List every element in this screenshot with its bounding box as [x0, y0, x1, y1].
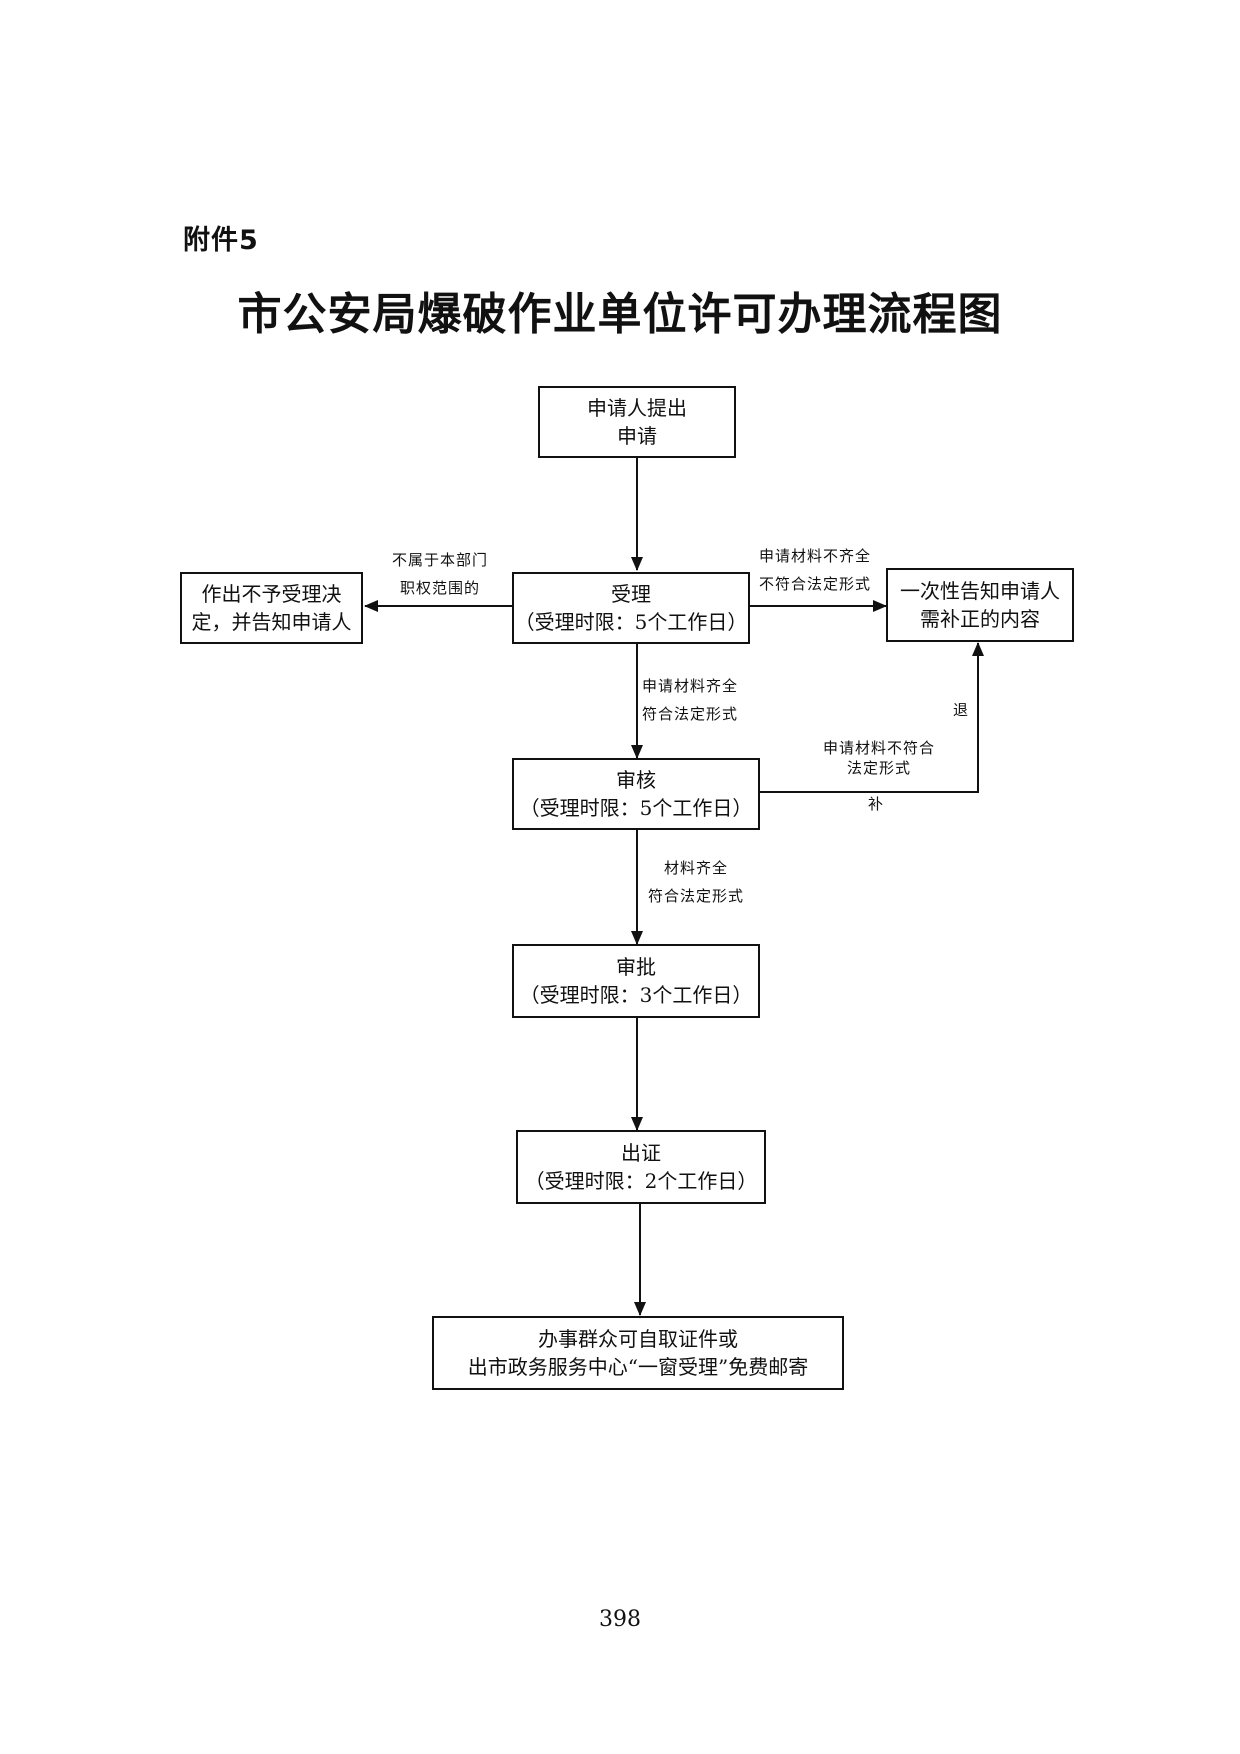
label-review-ok-line2: 符合法定形式 [648, 887, 745, 905]
label-review-ok: 材料齐全 符合法定形式 [648, 854, 744, 910]
node-issue-line1: 出证 [621, 1141, 661, 1165]
node-apply: 申请人提出 申请 [538, 386, 736, 458]
node-deliver-line1: 办事群众可自取证件或 [538, 1327, 738, 1351]
label-incomplete-line1: 申请材料不齐全 [758, 547, 871, 565]
label-complete-line2: 符合法定形式 [642, 705, 739, 723]
node-accept: 受理 （受理时限：5个工作日） [512, 572, 750, 644]
node-review-line1: 审核 [616, 768, 656, 792]
label-not-in-scope-line2: 职权范围的 [399, 579, 480, 597]
attachment-label: 附件5 [183, 225, 259, 256]
label-incomplete: 申请材料不齐全 不符合法定形式 [748, 542, 882, 598]
label-incomplete-line2: 不符合法定形式 [758, 575, 871, 593]
node-issue-line2: （受理时限：2个工作日） [524, 1169, 758, 1193]
node-accept-line1: 受理 [611, 582, 651, 606]
node-deliver: 办事群众可自取证件或 出市政务服务中心“一窗受理”免费邮寄 [432, 1316, 844, 1390]
label-complete-line1: 申请材料齐全 [642, 677, 739, 695]
label-not-compliant: 申请材料不符合 法定形式 [814, 738, 944, 778]
node-approve-line1: 审批 [616, 955, 656, 979]
node-reject-line1: 作出不予受理决 [201, 582, 342, 606]
node-accept-line2: （受理时限：5个工作日） [514, 610, 748, 634]
label-not-in-scope: 不属于本部门 职权范围的 [378, 546, 502, 602]
node-apply-line1: 申请人提出 [587, 396, 687, 420]
arrow-review-to-notify [759, 642, 984, 793]
node-notify-line1: 一次性告知申请人 [900, 579, 1060, 603]
node-notify: 一次性告知申请人 需补正的内容 [886, 568, 1074, 642]
label-supplement-char: 补 [868, 795, 885, 813]
node-review-line2: （受理时限：5个工作日） [519, 796, 753, 820]
node-approve-line2: （受理时限：3个工作日） [519, 983, 753, 1007]
label-review-ok-line1: 材料齐全 [664, 859, 729, 877]
label-not-compliant-line1: 申请材料不符合 [822, 739, 935, 757]
label-not-compliant-line2: 法定形式 [846, 759, 911, 777]
node-review: 审核 （受理时限：5个工作日） [512, 758, 760, 830]
label-return-char: 退 [953, 701, 970, 719]
node-deliver-line2: 出市政务服务中心“一窗受理”免费邮寄 [467, 1355, 809, 1379]
node-notify-line2: 需补正的内容 [920, 607, 1040, 631]
label-complete: 申请材料齐全 符合法定形式 [642, 672, 738, 728]
node-apply-line2: 申请 [617, 424, 657, 448]
node-approve: 审批 （受理时限：3个工作日） [512, 944, 760, 1018]
label-not-in-scope-line1: 不属于本部门 [391, 551, 488, 569]
node-issue: 出证 （受理时限：2个工作日） [516, 1130, 766, 1204]
page-number: 398 [599, 1607, 641, 1632]
node-reject: 作出不予受理决 定，并告知申请人 [180, 572, 363, 644]
node-reject-line2: 定，并告知申请人 [191, 610, 352, 634]
page-title: 市公安局爆破作业单位许可办理流程图 [237, 289, 1003, 340]
